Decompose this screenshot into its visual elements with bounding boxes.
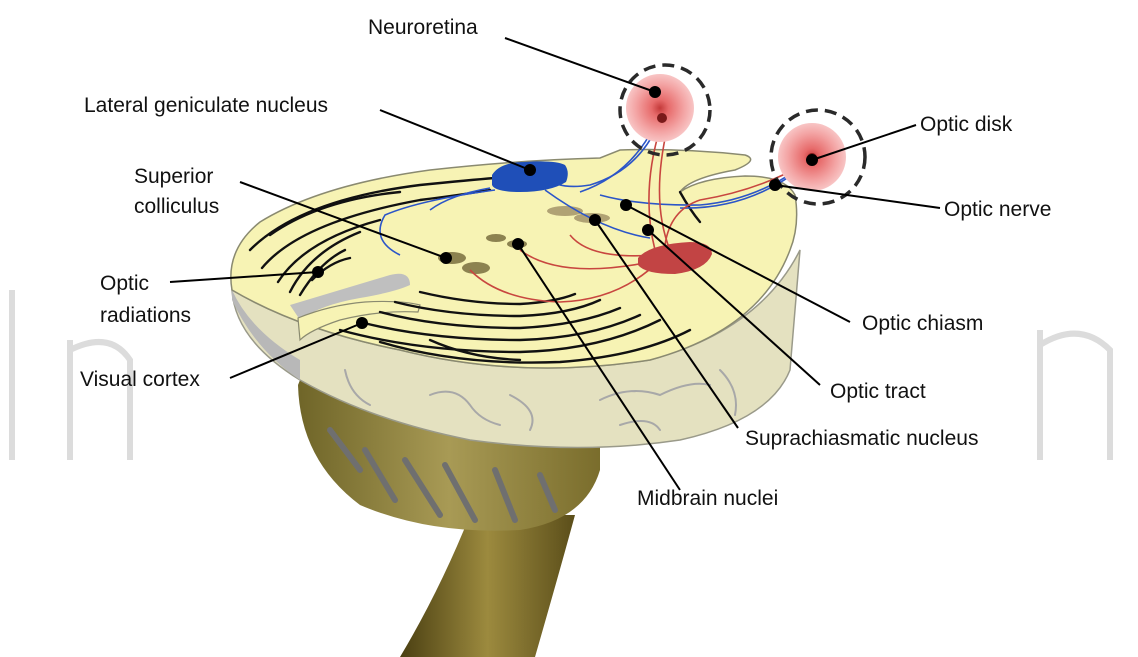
label-optic-radiations-line2: radiations [100,304,191,327]
midbrain-nucleus-shape [486,234,506,242]
label-optic-radiations-line1: Optic [100,272,149,295]
dot-neuroretina [649,86,661,98]
label-optic-chiasm: Optic chiasm [862,312,983,335]
dot-optic-chiasm [620,199,632,211]
label-optic-disk: Optic disk [920,113,1013,136]
label-optic-nerve: Optic nerve [944,198,1051,221]
brainstem [400,515,575,657]
dot-superior-colliculus [440,252,452,264]
label-neuroretina: Neuroretina [368,16,478,39]
dot-midbrain-nuclei [512,238,524,250]
label-lgn: Lateral geniculate nucleus [84,94,328,117]
dot-optic-disk [806,154,818,166]
label-optic-tract: Optic tract [830,380,926,403]
dot-optic-tract [642,224,654,236]
label-superior-colliculus-line1: Superior [134,165,213,188]
dot-lgn [524,164,536,176]
label-superior-colliculus-line2: colliculus [134,195,219,218]
dot-suprachiasmatic [589,214,601,226]
label-visual-cortex: Visual cortex [80,368,200,391]
dot-optic-nerve [769,179,781,191]
dot-visual-cortex [356,317,368,329]
dot-optic-radiations [312,266,324,278]
neuroretina-eye-left [620,65,710,155]
label-suprachiasmatic-nucleus: Suprachiasmatic nucleus [745,427,978,450]
label-midbrain-nuclei: Midbrain nuclei [637,487,778,510]
